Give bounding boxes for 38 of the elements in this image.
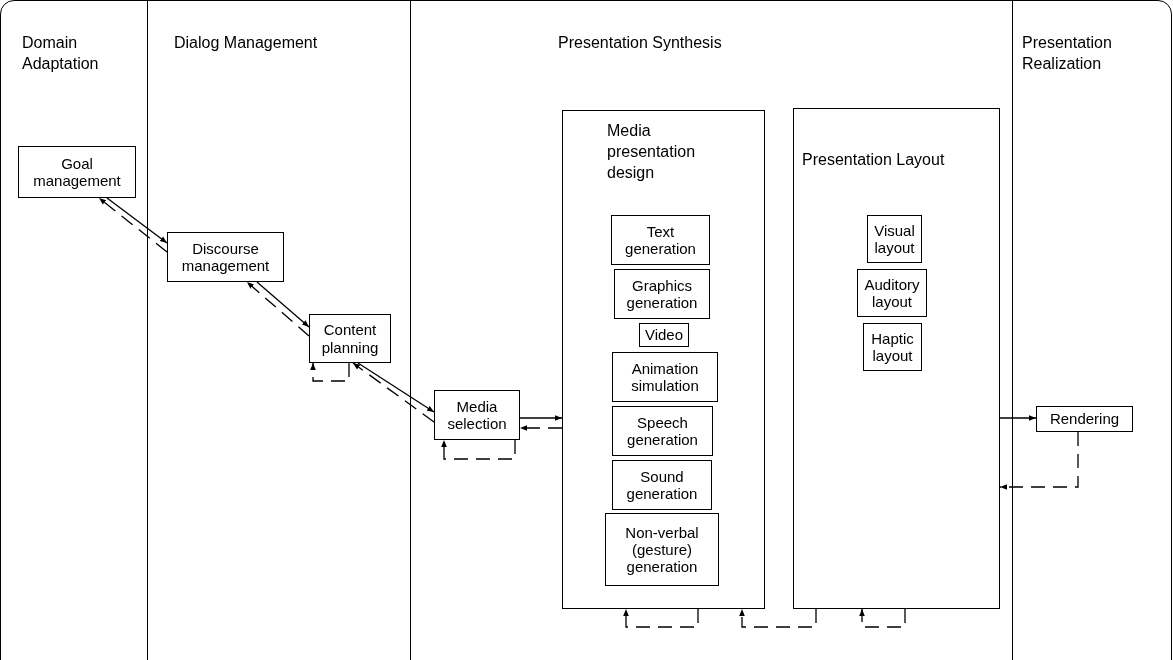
arrow [999, 431, 1079, 490]
arrow [106, 197, 168, 244]
process-box: Rendering [1036, 406, 1133, 432]
process-box: Non-verbal (gesture) generation [605, 513, 719, 586]
column-heading: Presentation Synthesis [558, 33, 723, 53]
process-box: Goal management [18, 146, 136, 198]
process-box: Speech generation [612, 406, 713, 456]
arrow [310, 362, 350, 382]
arrow [352, 362, 435, 423]
process-box: Graphics generation [614, 269, 710, 319]
column-heading: Presentation Realization [1022, 33, 1113, 74]
process-box: Video [639, 323, 689, 347]
process-box: Media selection [434, 390, 520, 440]
process-box: Haptic layout [863, 323, 922, 371]
arrow [739, 608, 817, 628]
process-box: Content planning [309, 314, 391, 363]
process-box: Animation simulation [612, 352, 718, 402]
arrow [999, 415, 1037, 421]
arrow [256, 281, 310, 328]
module-panel [562, 110, 765, 609]
arrow [98, 197, 168, 253]
panel-heading: Media presentation design [607, 121, 697, 183]
column-heading: Domain Adaptation [22, 33, 100, 74]
arrow [441, 439, 516, 460]
arrow [246, 281, 310, 337]
process-box: Visual layout [867, 215, 922, 263]
arrow [623, 608, 699, 628]
arrow [859, 608, 906, 628]
process-box: Text generation [611, 215, 710, 265]
arrow [357, 362, 435, 413]
module-panel [793, 108, 1000, 609]
arrow [519, 425, 563, 431]
column-heading: Dialog Management [174, 33, 319, 53]
arrow [519, 415, 563, 421]
process-box: Discourse management [167, 232, 284, 282]
process-box: Auditory layout [857, 269, 927, 317]
panel-heading: Presentation Layout [802, 150, 946, 170]
process-box: Sound generation [612, 460, 712, 510]
